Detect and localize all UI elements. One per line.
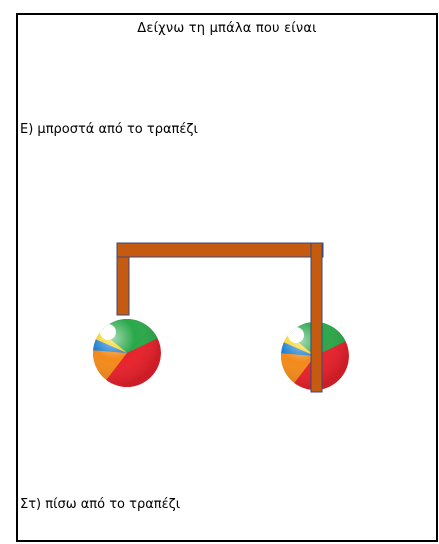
- table-right-leg: [310, 242, 323, 393]
- option-e-label[interactable]: Ε) μπροστά από το τραπέζι: [20, 122, 198, 137]
- page-border: [16, 13, 438, 542]
- table-top: [116, 242, 324, 258]
- option-st-label[interactable]: Στ) πίσω από το τραπέζι: [20, 497, 181, 512]
- beach-ball-front[interactable]: [85, 300, 175, 400]
- instruction-text: Δείχνω τη μπάλα που είναι: [137, 21, 317, 36]
